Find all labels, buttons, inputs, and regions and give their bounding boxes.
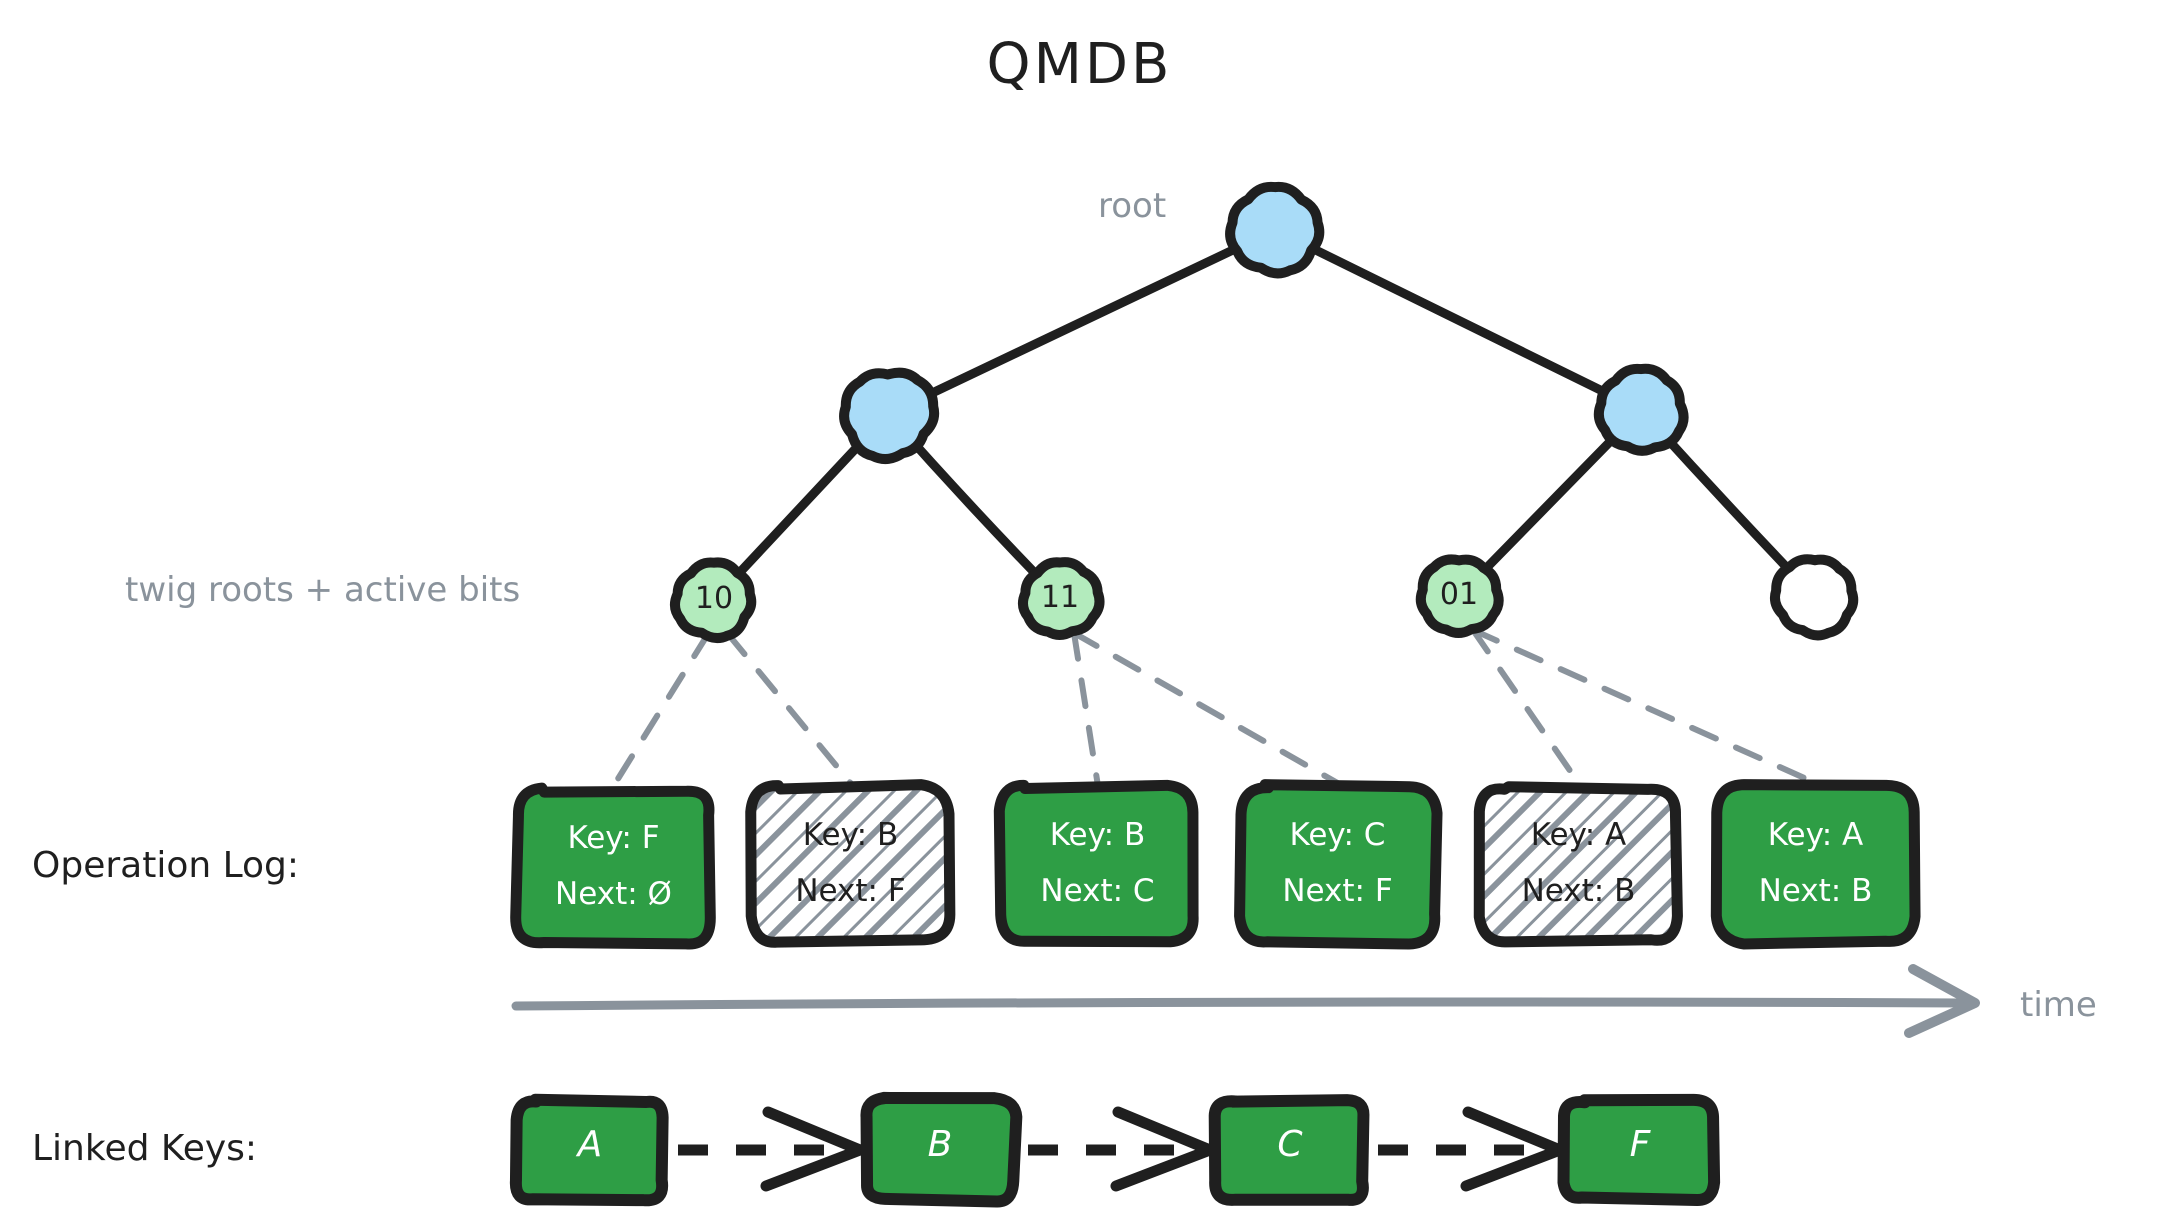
op-log-key: Key: B [1049,817,1146,853]
op-log-box-retired[interactable] [1473,781,1683,948]
op-log-entry-text: Key: C Next: F [1240,815,1435,913]
twig-log-link [1071,630,1341,786]
tree-node-label-10: 10 [694,581,734,616]
op-log-entry-text: Key: A Next: B [1481,815,1676,913]
twig-log-link [1071,630,1101,786]
op-log-entry-text: Key: B Next: F [753,815,948,913]
time-axis [511,964,1980,1038]
tree-node-internal[interactable] [839,367,940,464]
op-log-next: Next: F [1282,872,1393,909]
tree-node-internal[interactable] [1225,181,1325,279]
op-log-entry-text: Key: F Next: Ø [516,818,711,916]
op-log-entry-text: Key: A Next: B [1718,815,1913,913]
twig-log-link [725,631,854,786]
tree-edge [883,225,1280,419]
tree-node-internal[interactable] [1593,363,1689,456]
linked-key-label: C [1277,1124,1303,1165]
op-log-box-active[interactable] [1710,779,1921,950]
operation-log-label: Operation Log: [32,845,300,886]
linked-key-label: F [1629,1124,1651,1165]
op-log-next: Next: C [1040,872,1155,909]
twig-roots-label: twig roots + active bits [125,570,521,610]
linked-key-label: B [927,1124,953,1165]
twig-to-log-links [610,627,1819,789]
linked-key-arrowhead [760,1106,866,1192]
op-log-next: Next: B [1758,872,1873,909]
tree-node-01[interactable] [1415,554,1504,638]
op-log-next: Next: Ø [555,875,672,912]
op-log-key: Key: B [802,817,899,853]
op-log-key: Key: A [1530,817,1627,853]
time-axis-label: time [2020,985,2097,1025]
page-title: QMDB [986,32,1173,97]
op-log-key: Key: F [567,820,660,856]
linked-key-box-F[interactable] [1557,1093,1721,1206]
linked-key-label: A [577,1124,603,1165]
op-log-next: Next: B [1521,872,1636,909]
time-axis-arrowhead [1904,964,1980,1038]
linked-key-box-B[interactable] [860,1091,1023,1208]
root-label: root [1098,186,1167,226]
tree-node-11[interactable] [1017,557,1105,640]
time-axis-line [511,997,1970,1011]
tree-node-10[interactable] [669,557,757,644]
twig-log-link [1470,627,1819,786]
twig-log-link [1470,627,1582,786]
linked-key-box-A[interactable] [509,1093,669,1207]
tree-edge [1270,225,1646,415]
hatch-fill [1479,786,1678,942]
twig-log-link [610,631,711,789]
op-log-box-retired[interactable] [745,779,956,948]
operation-log-boxes [510,779,1921,950]
tree-node-label-11: 11 [1040,580,1080,615]
op-log-box-active[interactable] [510,782,716,950]
tree-node-empty[interactable] [1769,554,1859,641]
linked-key-box-C[interactable] [1208,1094,1370,1206]
linked-keys-label: Linked Keys: [32,1128,258,1169]
tree-node-label-01: 01 [1439,577,1479,612]
op-log-key: Key: A [1767,817,1864,853]
tree-nodes-group [669,181,1859,644]
op-log-key: Key: C [1289,817,1386,853]
op-log-entry-text: Key: B Next: C [1000,815,1195,913]
linked-keys-chain [509,1091,1721,1208]
op-log-box-active[interactable] [993,779,1199,948]
op-log-box-active[interactable] [1234,779,1443,950]
op-log-next: Next: F [795,872,906,909]
hatch-fill [750,784,950,943]
